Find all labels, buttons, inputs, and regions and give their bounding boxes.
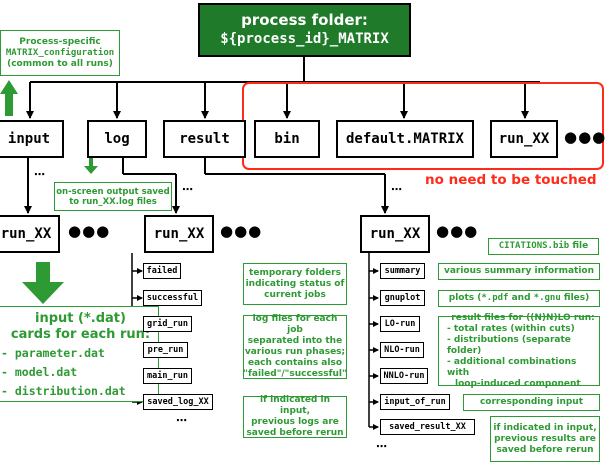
log-subfolder-main-run[interactable]: main_run — [143, 368, 192, 384]
input-cards-title: input (*.dat) — [35, 311, 126, 326]
note-line: previous results are — [494, 433, 596, 444]
ellipsis: ⋯ — [176, 414, 187, 427]
note-line: if indicated in input, — [259, 395, 331, 416]
process-folder-box: process folder: ${process_id}_MATRIX — [198, 3, 411, 57]
result-subfolder-lo-run[interactable]: LO-run — [380, 316, 420, 332]
config-note-line: MATRIX_configuration — [5, 47, 115, 58]
result-folder[interactable]: result — [163, 120, 246, 158]
result-subfolder-input-of-run[interactable]: input_of_run — [380, 394, 450, 410]
note-line: indicating status of — [245, 278, 345, 289]
process-folder-title: process folder: — [241, 11, 368, 29]
saved-logs-note: if indicated in input, previous logs are… — [243, 395, 347, 438]
note-line: loop-induced component — [455, 378, 581, 389]
more-dots: ●●● — [436, 222, 479, 240]
config-note-line: (common to all runs) — [7, 58, 113, 69]
summary-note: various summary information — [438, 263, 600, 280]
untouched-label: no need to be touched — [425, 172, 597, 188]
bin-folder[interactable]: bin — [254, 120, 320, 158]
input-card-file: - parameter.dat — [1, 346, 105, 360]
note-line: separated into the — [247, 336, 343, 346]
note-line: - distributions (separate folder) — [447, 334, 571, 356]
log-folder[interactable]: log — [87, 120, 147, 158]
ellipsis: ⋯ — [391, 183, 402, 196]
note-line: various run phases; — [244, 347, 346, 357]
log-subfolder-grid-run[interactable]: grid_run — [143, 316, 192, 332]
citations-label: CITATIONS.bib file — [498, 241, 589, 251]
log-note-line: on-screen output saved — [56, 186, 170, 197]
note-line: temporary folders — [249, 267, 341, 278]
input-cards-box: input (*.dat) cards for each run: - para… — [0, 306, 159, 402]
log-output-note: on-screen output saved to run_XX.log fil… — [54, 182, 172, 211]
note-line: saved before rerun — [246, 428, 344, 438]
more-dots: ●●● — [564, 128, 607, 146]
note-line: - total rates (within cuts) — [447, 323, 575, 334]
result-run-folder[interactable]: run_XX — [360, 215, 430, 253]
ellipsis: ⋯ — [182, 183, 193, 196]
result-files-note: result files for ((N)N)LO run: - total r… — [438, 312, 600, 389]
result-subfolder-nnlo-run[interactable]: NNLO-run — [380, 368, 428, 384]
ellipsis: ⋯ — [34, 168, 45, 181]
note-line: log files for each job — [252, 314, 338, 335]
more-dots: ●●● — [220, 222, 263, 240]
result-subfolder-nlo-run[interactable]: NLO-run — [380, 342, 424, 358]
input-card-file: - distribution.dat — [1, 384, 126, 398]
log-subfolder-saved-log[interactable]: saved_log_XX — [143, 394, 213, 410]
config-note: Process-specific MATRIX_configuration (c… — [0, 30, 120, 76]
run-folder[interactable]: run_XX — [490, 120, 558, 158]
log-subfolder-pre-run[interactable]: pre_run — [143, 342, 188, 358]
plots-label: plots (*.pdf and *.gnu files) — [448, 293, 590, 303]
input-of-run-note: corresponding input — [463, 394, 600, 411]
saved-results-note: if indicated in input, previous results … — [490, 416, 600, 462]
note-line: "failed"/"successful" — [243, 369, 347, 379]
input-card-file: - model.dat — [1, 365, 78, 379]
note-line: previous logs are — [251, 417, 339, 427]
config-note-line: Process-specific — [19, 36, 101, 47]
note-line: saved before rerun — [496, 444, 594, 455]
log-run-folder[interactable]: run_XX — [144, 215, 214, 253]
log-files-note: log files for each job separated into th… — [243, 314, 347, 379]
log-subfolder-successful[interactable]: successful — [143, 290, 202, 306]
note-line: if indicated in input, — [493, 422, 597, 433]
note-line: each contains also — [247, 358, 343, 368]
citations-note: CITATIONS.bib file — [488, 238, 599, 255]
result-subfolder-summary[interactable]: summary — [380, 263, 425, 279]
log-subfolder-failed[interactable]: failed — [143, 263, 181, 279]
log-note-line: to run_XX.log files — [69, 196, 157, 207]
result-subfolder-gnuplot[interactable]: gnuplot — [380, 290, 425, 306]
note-line: - additional combinations with — [447, 356, 577, 378]
input-folder[interactable]: input — [0, 120, 64, 158]
temp-folders-note: temporary folders indicating status of c… — [243, 263, 347, 305]
ellipsis: ⋯ — [376, 440, 387, 453]
process-folder-name: ${process_id}_MATRIX — [220, 31, 389, 47]
result-subfolder-saved-result[interactable]: saved_result_XX — [380, 419, 475, 435]
default-matrix-folder[interactable]: default.MATRIX — [336, 120, 474, 158]
plots-note: plots (*.pdf and *.gnu files) — [438, 290, 600, 307]
note-line: result files for ((N)N)LO run: — [451, 312, 595, 323]
more-dots: ●●● — [68, 222, 111, 240]
input-cards-subtitle: cards for each run: — [10, 327, 151, 342]
note-line: current jobs — [264, 289, 326, 300]
input-run-folder[interactable]: run_XX — [0, 215, 60, 253]
